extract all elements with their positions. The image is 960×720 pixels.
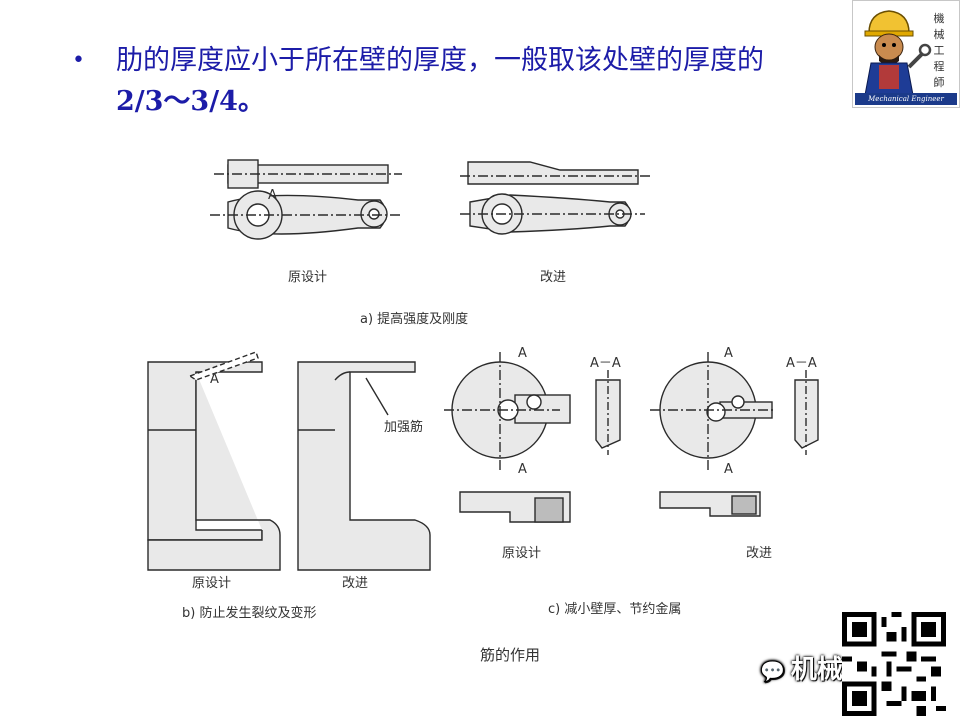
bullet-paragraph: • 肋的厚度应小于所在壁的厚度，一般取该处壁的厚度的 2/3～3/4。 bbox=[72, 40, 868, 122]
rib-function-figure: A 原设计 改进 a) 提高强度及刚度 A 加强筋 原设计 改进 b) 防止发生… bbox=[130, 140, 850, 680]
chat-bubble-icon: 💬 bbox=[760, 659, 785, 683]
panel-a-improved-top bbox=[460, 161, 650, 185]
panel-c-improved-disk bbox=[650, 352, 775, 470]
bullet-mark: • bbox=[72, 48, 85, 73]
panel-c-original-disk bbox=[444, 352, 571, 470]
text-line-2: 2/3～3/4。 bbox=[116, 86, 265, 117]
panel-b-original bbox=[147, 351, 281, 571]
panel-c-original-label: 原设计 bbox=[502, 546, 542, 561]
technical-drawing bbox=[147, 159, 819, 571]
mechanical-engineer-logo: 機械工程師 Mechanical Engineer bbox=[852, 0, 960, 108]
panel-a-original-top bbox=[214, 159, 402, 189]
panel-c-improved-bottom bbox=[659, 491, 761, 517]
panel-c-improved-section-a-bottom: A bbox=[724, 462, 733, 477]
panel-c-improved-section-view: A－A bbox=[786, 356, 817, 371]
panel-b-rib-label: 加强筋 bbox=[384, 420, 424, 435]
text-line-1: 肋的厚度应小于所在壁的厚度，一般取该处壁的厚度的 bbox=[116, 45, 764, 76]
panel-a-caption: a) 提高强度及刚度 bbox=[360, 312, 469, 327]
panel-b-caption: b) 防止发生裂纹及变形 bbox=[182, 606, 317, 621]
logo-subtitle: Mechanical Engineer bbox=[855, 93, 957, 105]
panel-b-original-label: 原设计 bbox=[192, 576, 232, 591]
panel-c-original-section-a-top: A bbox=[518, 346, 527, 361]
panel-c-improved-section-a-top: A bbox=[724, 346, 733, 361]
qr-code-icon bbox=[842, 612, 946, 716]
panel-a-original-bottom bbox=[210, 190, 400, 240]
panel-b-improved-label: 改进 bbox=[342, 576, 369, 591]
logo-vertical-text: 機械工程師 bbox=[933, 12, 945, 89]
panel-b-improved bbox=[297, 361, 431, 571]
panel-c-improved-label: 改进 bbox=[746, 546, 773, 561]
panel-a-improved-label: 改进 bbox=[540, 270, 567, 285]
panel-c-original-section-view: A－A bbox=[590, 356, 621, 371]
panel-a-section-mark: A bbox=[268, 188, 277, 203]
panel-a-improved-bottom bbox=[460, 193, 645, 235]
panel-c-original-bottom bbox=[459, 491, 571, 523]
panel-a-original-label: 原设计 bbox=[288, 270, 328, 285]
panel-c-caption: c) 减小壁厚、节约金属 bbox=[548, 602, 682, 617]
panel-c-original-section-a-bottom: A bbox=[518, 462, 527, 477]
panel-c-improved-section bbox=[794, 370, 819, 455]
panel-b-section-mark: A bbox=[210, 372, 219, 387]
panel-c-original-section bbox=[595, 370, 621, 455]
figure-caption: 筋的作用 bbox=[480, 646, 541, 664]
